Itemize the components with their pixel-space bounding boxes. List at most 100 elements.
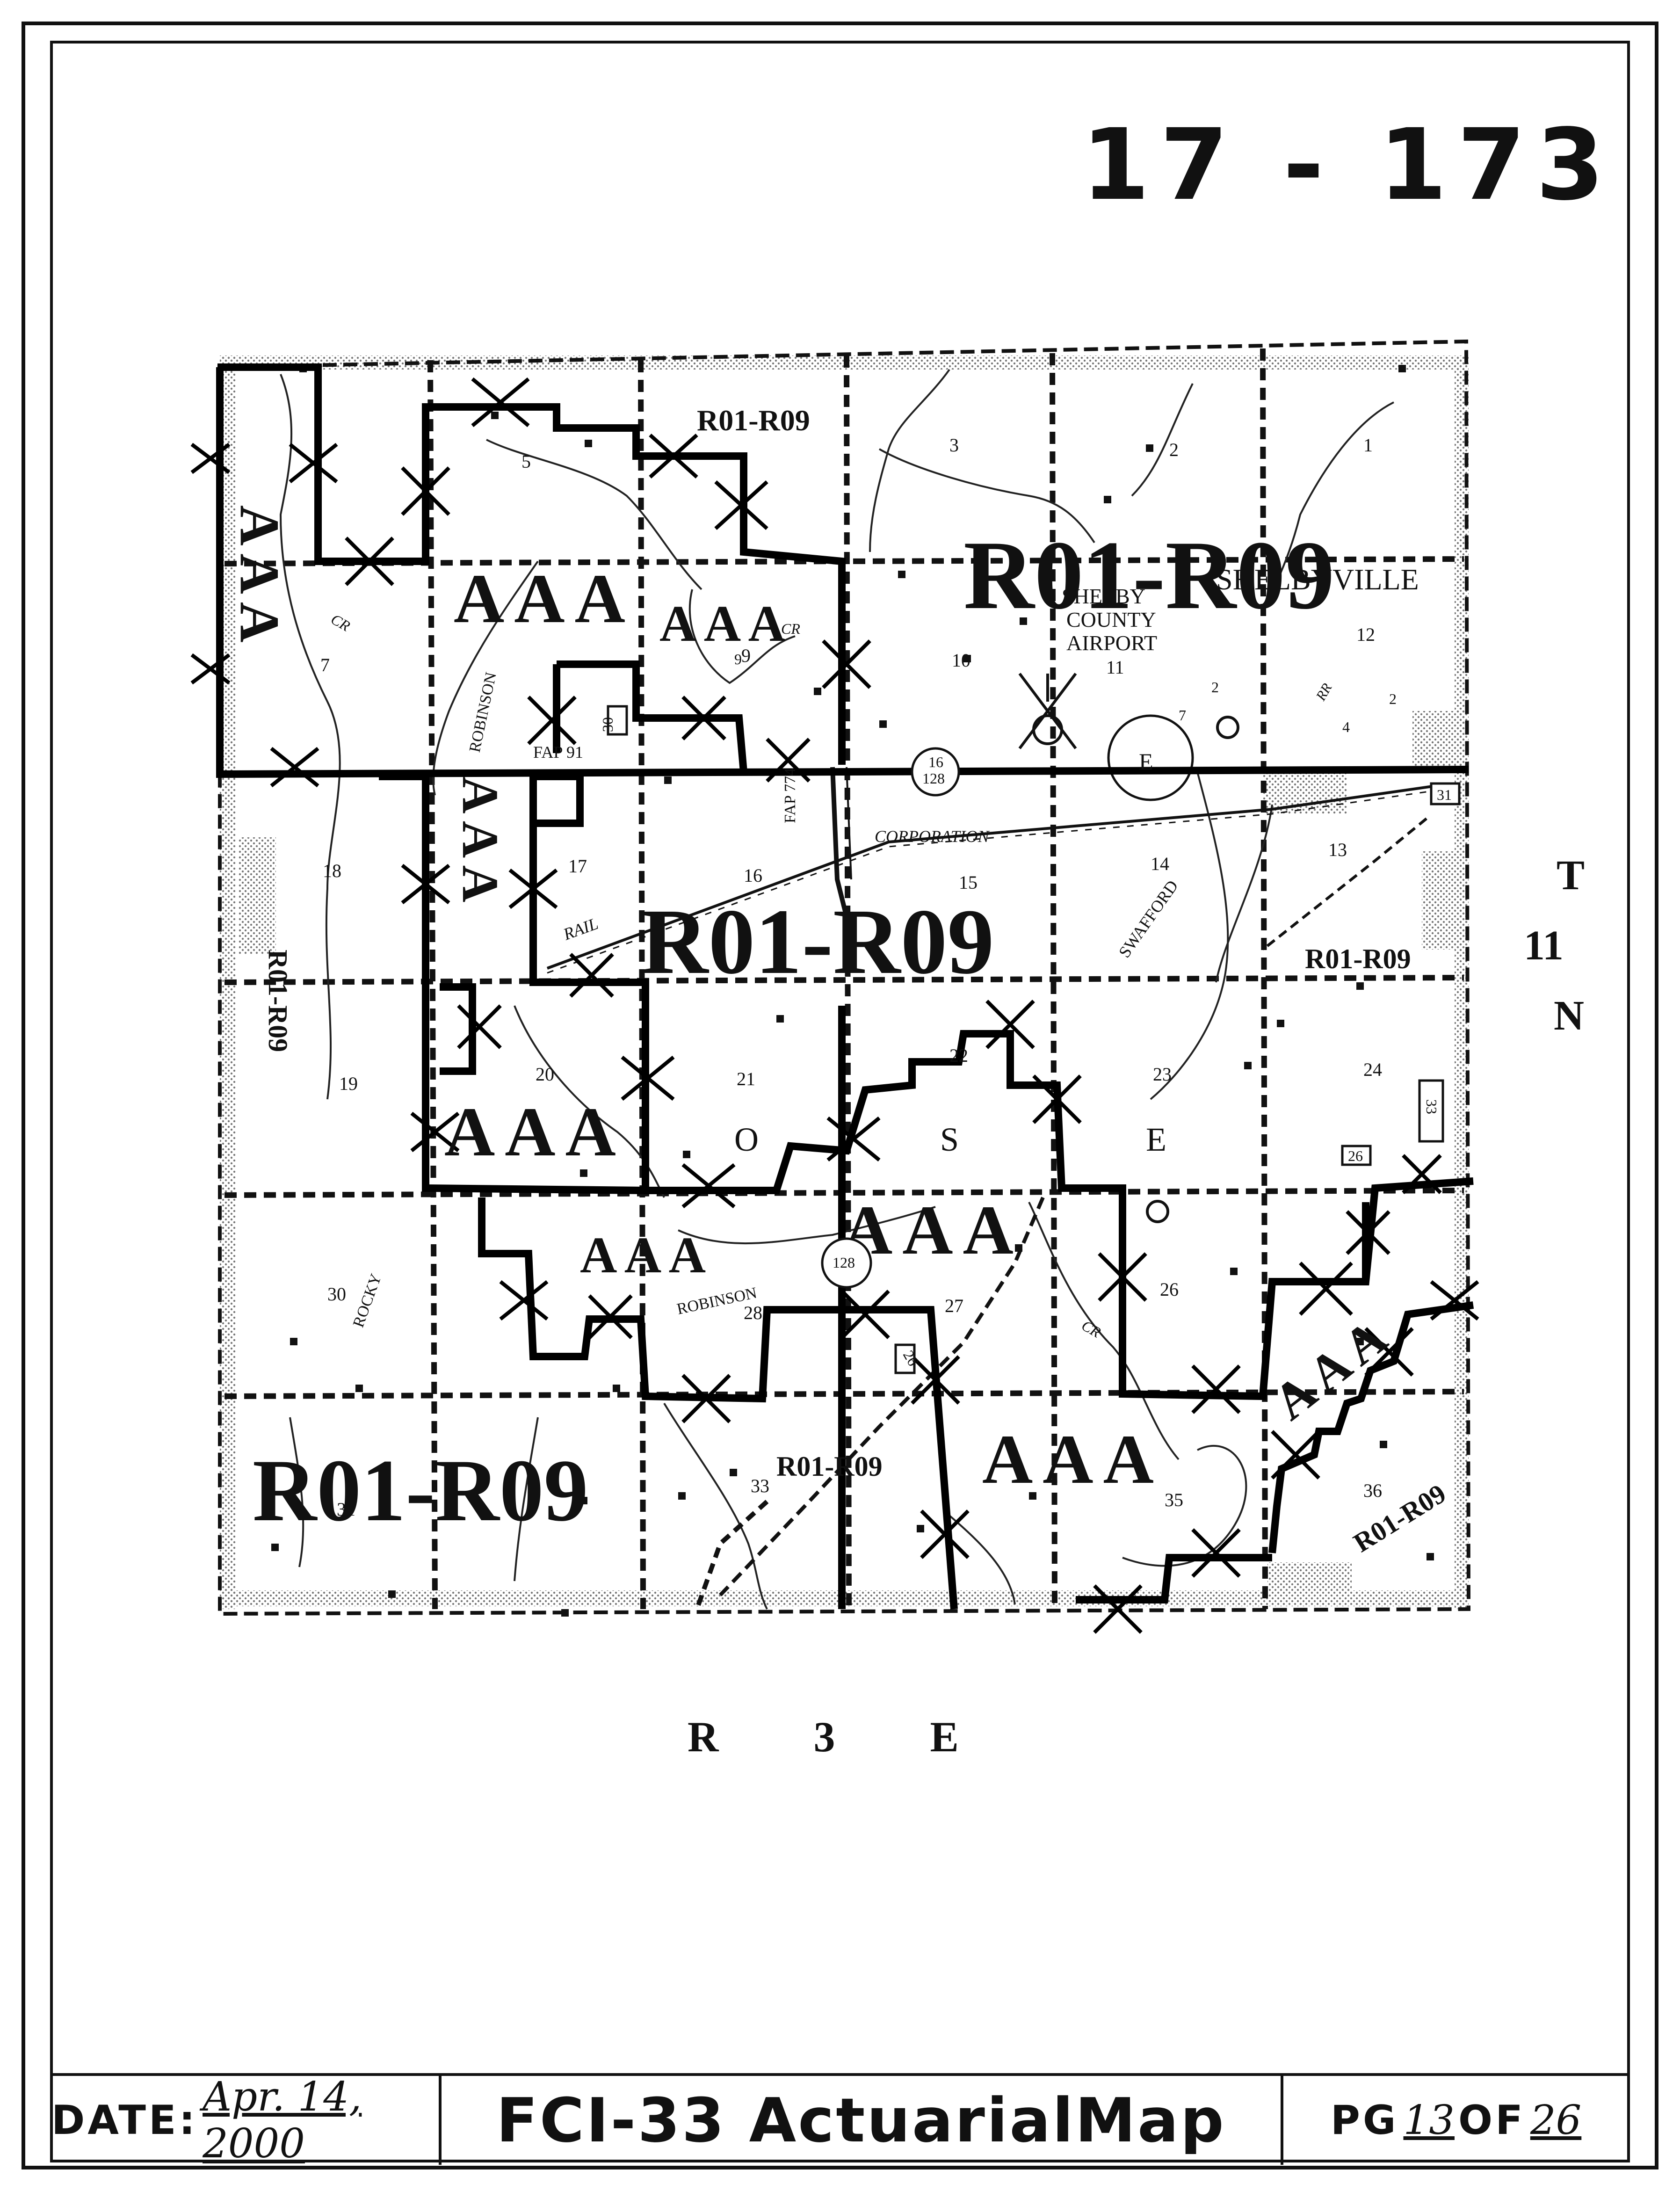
- section-number-18: 18: [323, 860, 341, 881]
- zone-label-r-right: R01-R09: [1305, 943, 1411, 974]
- section-number-16: 16: [744, 865, 762, 886]
- quadrant-o: O: [734, 1121, 759, 1158]
- label-cr-3: CR: [1079, 1317, 1104, 1341]
- label-rail: RAIL: [560, 914, 601, 944]
- page-total: 26: [1530, 2097, 1582, 2144]
- page-of: OF: [1458, 2097, 1526, 2144]
- inner-frame: [50, 41, 1630, 2162]
- section-number-15: 15: [959, 872, 978, 893]
- label-fap91: FAP 91: [533, 743, 583, 762]
- zone-label-r-center: R01-R09: [641, 890, 994, 994]
- section-number-28: 28: [744, 1302, 762, 1323]
- section-number-17: 17: [568, 856, 587, 877]
- label-road-2: 2: [1211, 679, 1219, 696]
- section-number-27: 27: [945, 1295, 963, 1316]
- label-airport-3: AIRPORT: [1066, 631, 1157, 655]
- label-rr: RR: [1313, 681, 1335, 704]
- city-circle: [1107, 714, 1194, 801]
- quadrant-e: E: [1146, 1121, 1166, 1158]
- airport-symbol: [1018, 673, 1077, 749]
- church-symbol-2: [1146, 1200, 1169, 1223]
- section-number-20: 20: [536, 1064, 554, 1085]
- footer-date: DATE: Apr. 14, 2000: [51, 2074, 442, 2167]
- section-number-5: 5: [521, 451, 531, 472]
- section-number-35: 35: [1165, 1489, 1183, 1510]
- zone-label-aaa-7: A A A: [580, 1226, 706, 1284]
- page-prefix: PG: [1330, 2097, 1399, 2144]
- label-rocky: ROCKY: [350, 1271, 385, 1330]
- route-shield-labels: 16 128 128 30 26 26 31 33 2 2 4 7 9: [599, 651, 1452, 1369]
- church-symbol-1: [1216, 716, 1239, 739]
- section-number-22: 22: [949, 1045, 968, 1066]
- label-road-9: 9: [734, 651, 742, 667]
- shield-31: 31: [1437, 786, 1452, 803]
- section-number-10: 10: [952, 650, 970, 671]
- section-number-12: 12: [1356, 624, 1375, 645]
- shield-30: 30: [599, 717, 616, 732]
- zone-label-aaa-3: A A A: [659, 595, 785, 652]
- zone-label-aaa-5: A A A: [444, 1093, 616, 1171]
- township-t-label: T: [1557, 852, 1585, 899]
- section-number-19: 19: [339, 1073, 358, 1094]
- section-number-3: 3: [949, 435, 959, 456]
- shield-128: 128: [922, 770, 945, 787]
- shield-26b: 26: [1348, 1147, 1363, 1164]
- section-number-24: 24: [1363, 1059, 1382, 1080]
- section-number-7: 7: [320, 654, 330, 675]
- quadrant-s: S: [940, 1121, 959, 1158]
- label-robinson-1: ROBINSON: [466, 671, 500, 754]
- township-number-label: 11: [1524, 922, 1564, 969]
- label-corporation: CORPORATION: [875, 827, 990, 846]
- section-number-26: 26: [1160, 1279, 1179, 1300]
- shield-128b: 128: [833, 1254, 855, 1271]
- date-value: Apr. 14, 2000: [203, 2074, 362, 2167]
- section-number-31: 31: [337, 1499, 355, 1520]
- section-number-1: 1: [1363, 435, 1373, 456]
- boundary-x-marks: [190, 377, 1479, 1634]
- outer-frame: [22, 22, 1658, 2169]
- section-number-9: 9: [741, 645, 751, 666]
- section-number-30: 30: [327, 1284, 346, 1305]
- section-number-11: 11: [1106, 657, 1124, 678]
- label-fap774: FAP 774: [782, 768, 799, 823]
- footer: DATE: Apr. 14, 2000 FCI-33 ActuarialMap …: [51, 2073, 1629, 2167]
- section-number-14: 14: [1151, 853, 1169, 874]
- township-n-label: N: [1554, 993, 1584, 1039]
- roads: [546, 767, 1436, 1610]
- label-shelbyville: SHELBYVILLE: [1216, 563, 1419, 596]
- label-swafford: SWAFFORD: [1115, 877, 1182, 961]
- quadrant-e2: E: [1139, 748, 1153, 775]
- section-number-21: 21: [737, 1068, 755, 1089]
- label-cr-1: CR: [328, 610, 354, 635]
- zone-label-aaa-1: A A A: [229, 505, 291, 643]
- label-road-7: 7: [1179, 707, 1186, 724]
- label-road-2b: 2: [1389, 690, 1397, 707]
- section-number-36: 36: [1363, 1480, 1382, 1501]
- section-number-23: 23: [1153, 1064, 1172, 1085]
- zone-labels: R01-R09 R01-R09 R01-R09 R01-R09 R01-R09 …: [229, 404, 1451, 1558]
- zone-label-r-left: R01-R09: [263, 950, 293, 1052]
- township-border: [218, 339, 1471, 1616]
- zone-label-r-center-top: R01-R09: [963, 521, 1334, 630]
- zone-label-aaa-2: A A A: [454, 560, 625, 638]
- footer-title: FCI-33 ActuarialMap: [442, 2076, 1284, 2165]
- zone-label-r-bottom-left: R01-R09: [253, 1442, 588, 1540]
- section-number-33: 33: [751, 1475, 769, 1496]
- section-number-13: 13: [1328, 839, 1347, 860]
- shield-16: 16: [928, 754, 943, 770]
- zone-label-r-top: R01-R09: [697, 404, 810, 437]
- label-cr-2: CR: [781, 620, 800, 637]
- date-label: DATE:: [51, 2097, 198, 2144]
- zone-label-r-bottom-mid: R01-R09: [776, 1451, 883, 1482]
- farmsteads: [271, 365, 1434, 1617]
- label-road-4: 4: [1342, 718, 1350, 735]
- zone-label-aaa-4: A A A: [452, 776, 509, 902]
- footer-page: PG 13 OF 26: [1283, 2076, 1629, 2165]
- map-id: 17 - 173: [1081, 108, 1615, 222]
- range-label: R 3 E: [688, 1713, 1001, 1761]
- label-airport-1: SHELBY: [1062, 584, 1145, 608]
- shield-33: 33: [1423, 1099, 1440, 1114]
